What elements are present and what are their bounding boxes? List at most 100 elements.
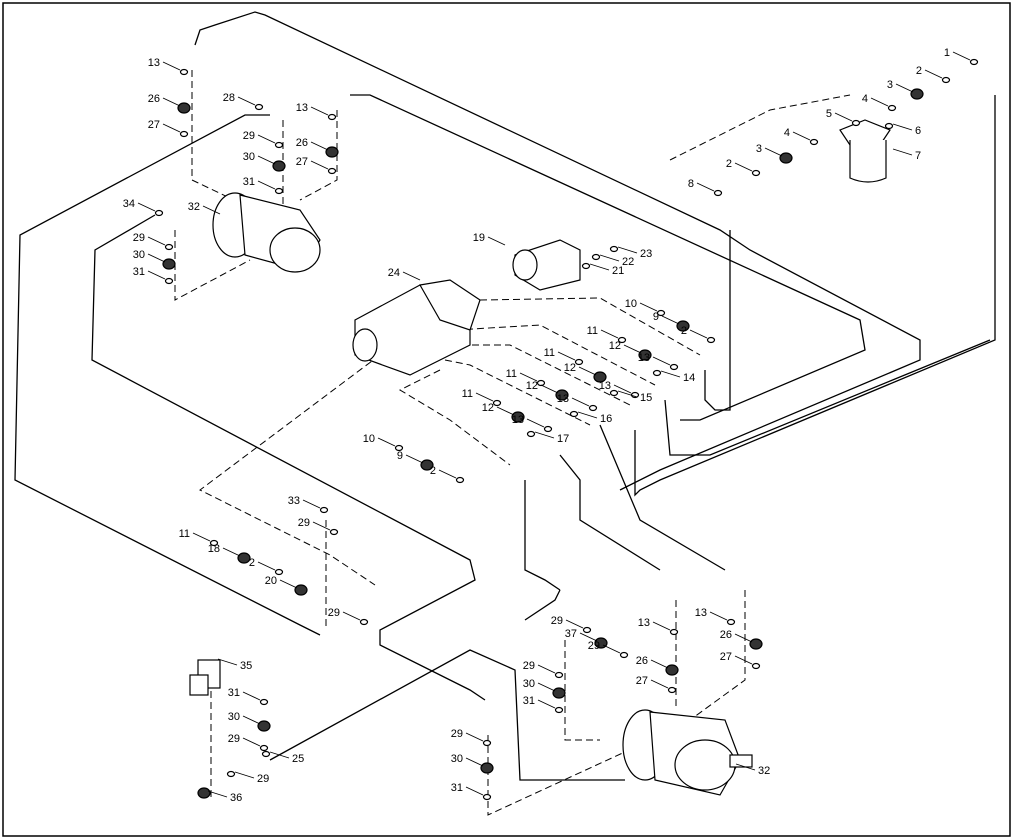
fitting-3 [910,88,924,100]
leader-line [312,521,331,531]
leader-line [578,366,597,376]
callout-28: 28 [223,92,235,104]
callout-20: 20 [265,575,277,587]
leader-line [162,97,181,107]
fitting-2 [274,568,284,576]
callout-13: 13 [296,102,308,114]
fitting-16 [569,410,579,418]
callout-31: 31 [228,687,240,699]
fitting-11 [209,539,219,547]
leader-line [892,148,913,156]
fitting-26 [325,146,339,158]
leader-line [257,155,276,165]
fitting-4 [887,104,897,112]
callout-32: 32 [758,765,770,777]
callout-2: 2 [249,557,255,569]
fittings [154,58,979,801]
fitting-29 [274,141,284,149]
leader-line [689,329,708,339]
leader-line [834,112,853,122]
fitting-28 [254,103,264,111]
callout-3: 3 [756,143,762,155]
leader-line [613,384,632,394]
fitting-25 [261,750,271,758]
callout-27: 27 [720,651,732,663]
leader-line [207,790,228,798]
leader-line [519,372,538,382]
callout-37: 37 [565,628,577,640]
leader-line [600,329,619,339]
valve-35 [189,659,221,696]
callout-3: 3 [887,79,893,91]
callout-12: 12 [482,402,494,414]
fitting-11 [574,358,584,366]
leader-line [465,757,484,767]
callout-13: 13 [638,617,650,629]
fitting-31 [554,706,564,714]
fitting-14 [652,369,662,377]
fitting-13 [588,404,598,412]
callout-9: 9 [653,311,659,323]
leader-line [217,658,238,666]
callout-10: 10 [625,298,637,310]
fitting-17 [526,430,536,438]
fitting-30 [257,720,271,732]
leader-line [137,202,156,212]
callout-26: 26 [148,93,160,105]
fitting-6 [884,122,894,130]
leader-line [895,83,914,93]
leader-line [257,134,276,144]
leader-line [537,664,556,674]
fitting-21 [581,262,591,270]
callout-29: 29 [228,733,240,745]
fitting-8 [713,189,723,197]
callout-31: 31 [133,266,145,278]
callout-2: 2 [681,325,687,337]
callout-31: 31 [243,176,255,188]
callout-27: 27 [636,675,648,687]
leader-line [234,771,255,779]
leader-line [650,659,669,669]
fitting-30 [552,687,566,699]
fitting-10 [394,444,404,452]
fitting-12 [511,411,525,423]
fitting-31 [274,187,284,195]
callout-30: 30 [228,711,240,723]
fitting-29 [164,243,174,251]
fitting-27 [667,686,677,694]
callout-26: 26 [636,655,648,667]
fitting-26 [665,664,679,676]
leader-line [269,751,290,759]
fitting-27 [751,662,761,670]
callout-25: 25 [292,753,304,765]
leader-line [147,270,166,280]
fitting-4 [809,138,819,146]
fitting-33 [319,506,329,514]
fitting-12 [555,389,569,401]
hose-lines [14,11,996,781]
leader-line [242,715,261,725]
fitting-27 [327,167,337,175]
leader-line [162,123,181,133]
assembly-lines [174,70,851,816]
callout-22: 22 [622,256,634,268]
callout-13: 13 [512,414,524,426]
fitting-31 [259,698,269,706]
leader-line [465,732,484,742]
callout-29: 29 [451,728,463,740]
leader-line [534,431,555,439]
fitting-13 [327,113,337,121]
leader-line [237,96,256,106]
leader-line [617,390,638,398]
leader-line [465,786,484,796]
leader-line [589,263,610,271]
callout-30: 30 [243,151,255,163]
fitting-29 [619,651,629,659]
leader-line [735,763,756,771]
fitting-22 [591,253,601,261]
fitting-2 [941,76,951,84]
fitting-9 [420,459,434,471]
callout-7: 7 [915,150,921,162]
